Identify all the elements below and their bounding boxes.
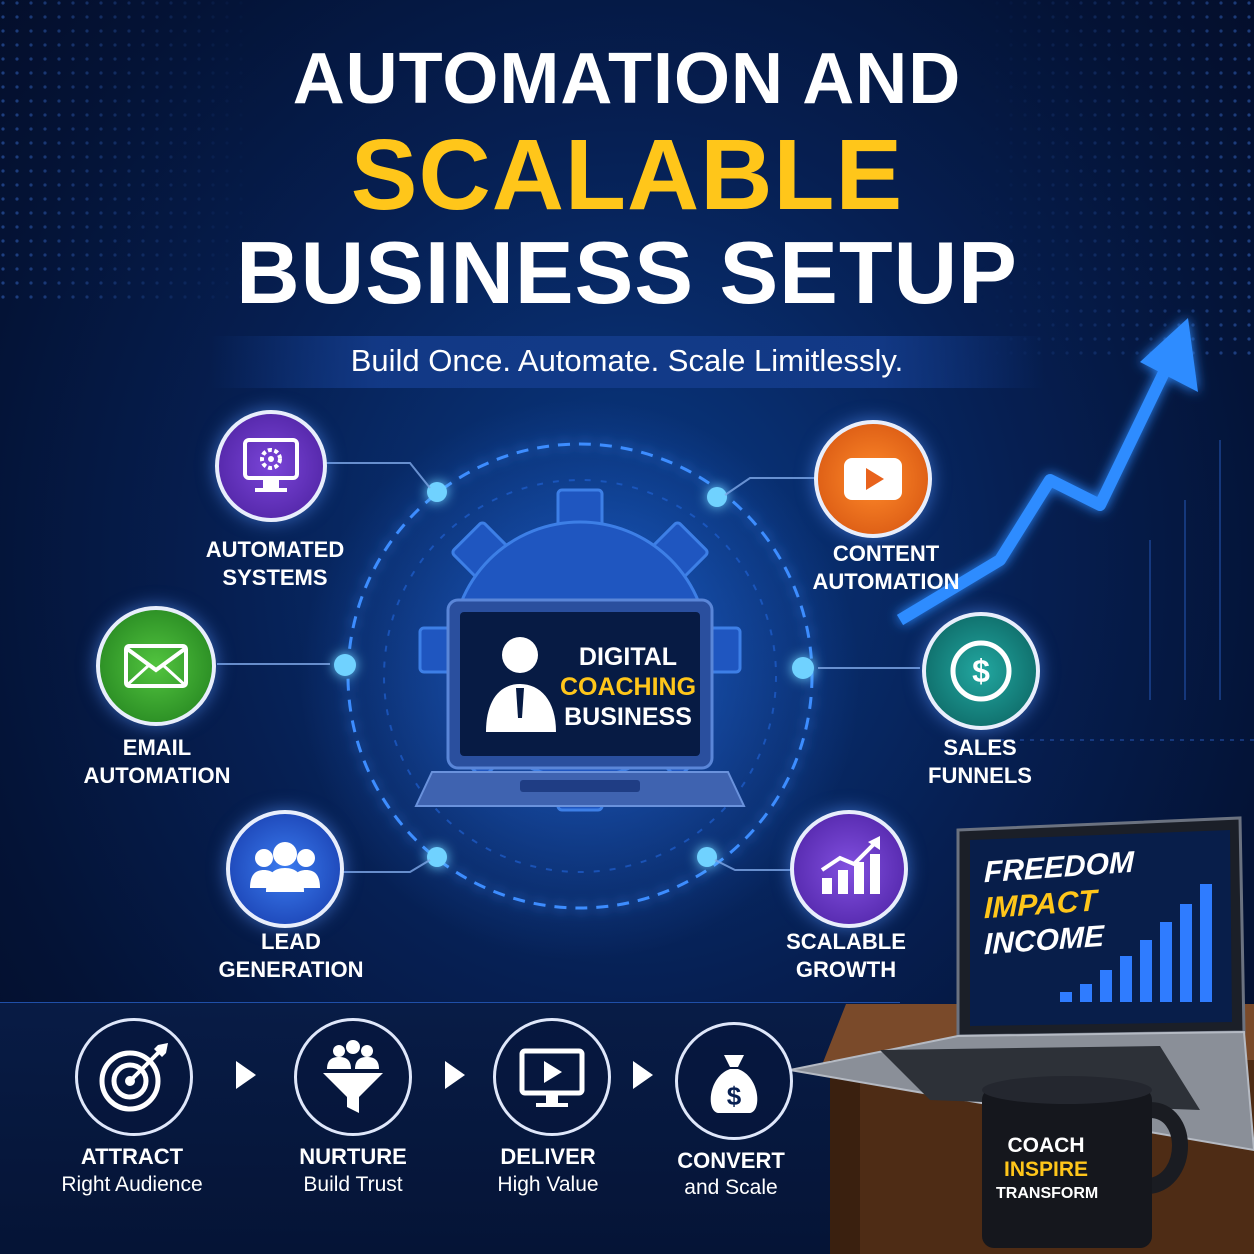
svg-text:$: $ xyxy=(972,653,990,689)
laptop-screen-bars xyxy=(1060,884,1212,1002)
tagline: Build Once. Automate. Scale Limitlessly. xyxy=(350,343,904,378)
flow-step-attract-title: ATTRACT xyxy=(80,1144,184,1169)
title-line-1: AUTOMATION AND xyxy=(292,39,962,119)
people-group-icon xyxy=(250,842,320,892)
mug-text: COACH INSPIRE TRANSFORM xyxy=(996,1134,1099,1206)
hub-outer-ring xyxy=(346,442,814,910)
hub-inner-ring xyxy=(383,479,777,873)
coffee-mug-icon xyxy=(982,1076,1188,1248)
flow-step-nurture-circle xyxy=(294,1018,412,1136)
center-line-1: DIGITAL xyxy=(578,643,678,671)
flow-step-deliver-circle xyxy=(493,1018,611,1136)
flow-step-attract-circle xyxy=(75,1018,193,1136)
dot-grid-right xyxy=(980,0,1254,360)
node-sales-funnels-circle: $ xyxy=(922,612,1040,730)
mug-line-inspire: INSPIRE xyxy=(1003,1158,1089,1181)
node-lead-generation-circle xyxy=(226,810,344,928)
center-hub-title: DIGITAL COACHING BUSINESS xyxy=(528,642,728,732)
svg-text:$: $ xyxy=(727,1081,742,1111)
flow-step-deliver-title: DELIVER xyxy=(500,1144,596,1169)
center-line-2: COACHING xyxy=(559,673,697,701)
connector-lines xyxy=(217,462,920,873)
mug-line-coach: COACH xyxy=(1007,1134,1085,1157)
node-scalable-growth-circle xyxy=(790,810,908,928)
flow-step-nurture-title: NURTURE xyxy=(299,1144,407,1169)
node-email-automation-label: EMAIL AUTOMATION xyxy=(83,735,231,788)
flow-arrow-3 xyxy=(633,1061,653,1089)
title-line-3: BUSINESS SETUP xyxy=(236,223,1018,322)
flow-arrow-2 xyxy=(445,1061,465,1089)
flow-step-convert-subtitle: and Scale xyxy=(684,1176,778,1199)
ring-connector-dots xyxy=(334,482,814,867)
node-email-automation-circle xyxy=(96,606,216,726)
flow-step-deliver-subtitle: High Value xyxy=(497,1173,599,1196)
funnel-people-icon xyxy=(323,1040,383,1113)
node-automated-systems-circle xyxy=(215,410,327,522)
play-button-icon xyxy=(844,458,902,500)
mug-line-transform: TRANSFORM xyxy=(996,1185,1099,1202)
bar-chart-up-icon xyxy=(820,836,880,894)
flow-step-nurture-subtitle: Build Trust xyxy=(303,1173,403,1196)
growth-arrow-head xyxy=(1140,318,1198,392)
flow-step-convert-title: CONVERT xyxy=(677,1148,785,1173)
growth-arrow-line xyxy=(896,357,1176,626)
flow-step-attract-subtitle: Right Audience xyxy=(61,1173,203,1196)
monitor-gear-icon xyxy=(243,438,299,492)
coach-person-icon xyxy=(486,637,556,732)
node-sales-funnels-label: SALES FUNNELS xyxy=(928,735,1032,788)
flow-step-convert-circle: $ xyxy=(675,1022,793,1140)
dot-grid-left xyxy=(0,0,260,300)
laptop-screen-text: FREEDOM IMPACT INCOME xyxy=(984,845,1134,963)
dollar-coin-icon: $ xyxy=(950,640,1012,702)
title-line-2: SCALABLE xyxy=(350,119,904,231)
node-lead-generation-label: LEAD GENERATION xyxy=(218,929,364,982)
envelope-icon xyxy=(124,644,188,688)
faint-chart-lines xyxy=(1000,440,1254,741)
target-arrow-icon xyxy=(99,1043,168,1112)
tagline-banner xyxy=(210,336,1044,388)
center-line-3: BUSINESS xyxy=(564,703,692,731)
money-bag-icon: $ xyxy=(710,1055,758,1113)
node-content-automation-label: CONTENT AUTOMATION xyxy=(812,541,960,594)
node-automated-systems-label: AUTOMATED SYSTEMS xyxy=(205,537,345,590)
node-scalable-growth-label: SCALABLE GROWTH xyxy=(786,929,906,982)
flow-arrow-1 xyxy=(236,1061,256,1089)
node-content-automation-circle xyxy=(814,420,932,538)
video-screen-icon xyxy=(519,1048,585,1107)
